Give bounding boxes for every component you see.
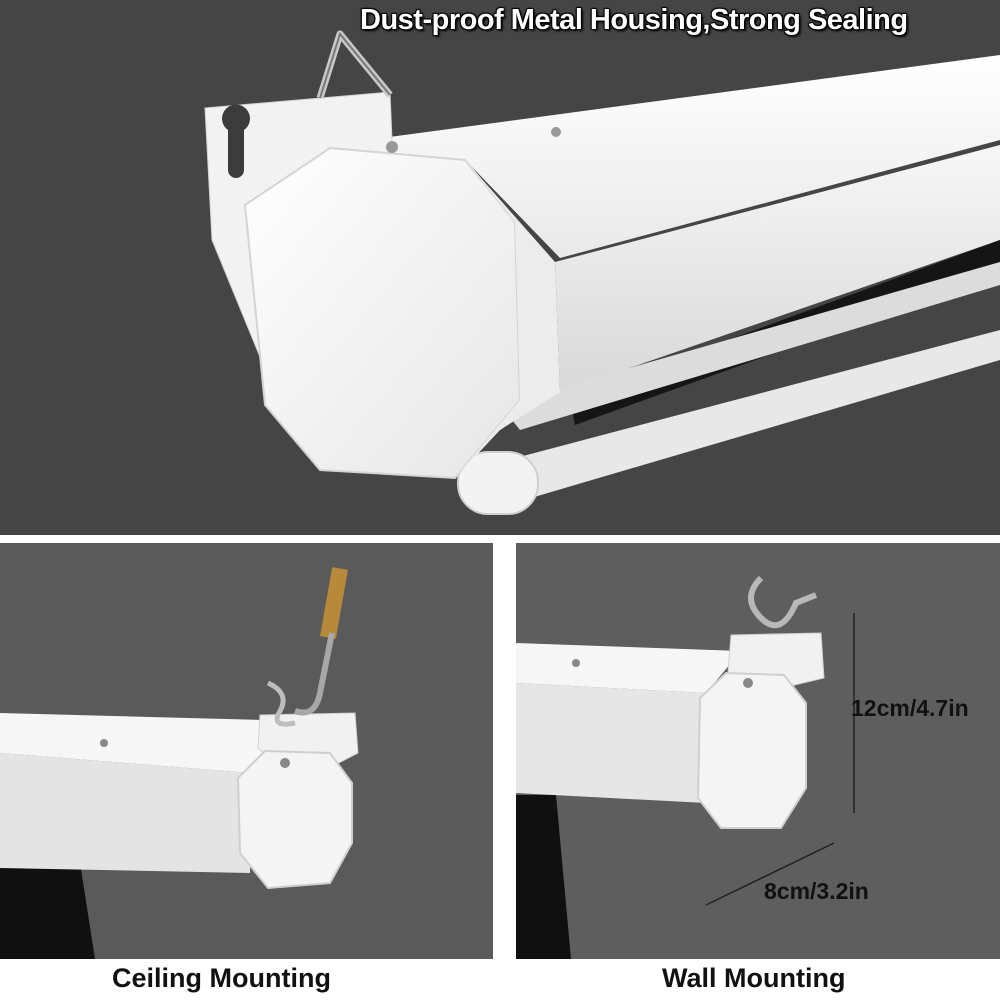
- expansion-bolt: [320, 567, 348, 639]
- screw: [386, 141, 398, 153]
- ceiling-mounting-caption: Ceiling Mounting: [112, 963, 331, 993]
- keyhole-slot: [222, 104, 251, 178]
- wall-mounting-panel: 12cm/4.7in 8cm/3.2in: [516, 543, 1000, 959]
- s-hook: [266, 680, 296, 727]
- screw: [280, 758, 290, 768]
- housing-front-face: [555, 145, 1000, 392]
- end-cap-rim: [455, 160, 560, 478]
- height-dimension-label: 12cm/4.7in: [851, 695, 969, 721]
- screw: [572, 659, 580, 667]
- housing-front-face: [516, 683, 706, 803]
- housing-lower-lip: [500, 262, 1000, 430]
- ceiling-mounting-panel: [0, 543, 493, 959]
- housing-top-face: [330, 55, 1000, 258]
- bottom-bar: [470, 330, 1000, 510]
- screw: [551, 127, 561, 137]
- screw: [743, 678, 753, 688]
- wall-hook: [748, 575, 818, 629]
- housing-top-face: [516, 643, 741, 693]
- hook-rod: [294, 632, 335, 716]
- housing-front-face: [0, 753, 250, 873]
- octagon-end-cap: [696, 671, 807, 829]
- ceiling-mount-illustration: [0, 567, 359, 959]
- screen-fabric: [0, 863, 95, 959]
- width-dimension-line: [705, 842, 835, 906]
- housing-top-face: [0, 713, 300, 773]
- wall-mounting-caption: Wall Mounting: [662, 963, 846, 993]
- bottom-bar-cap: [457, 451, 539, 515]
- hero-panel: Dust-proof Metal Housing,Strong Sealing: [0, 0, 1000, 535]
- screw: [100, 739, 108, 747]
- screen-fabric: [516, 795, 571, 959]
- screen-housing-closeup: [204, 30, 1000, 515]
- width-dimension-label: 8cm/3.2in: [764, 878, 869, 904]
- octagon-end-cap: [243, 146, 522, 480]
- headline: Dust-proof Metal Housing,Strong Sealing: [360, 4, 908, 36]
- octagon-end-cap: [236, 749, 353, 890]
- wall-mount-illustration: [516, 575, 855, 959]
